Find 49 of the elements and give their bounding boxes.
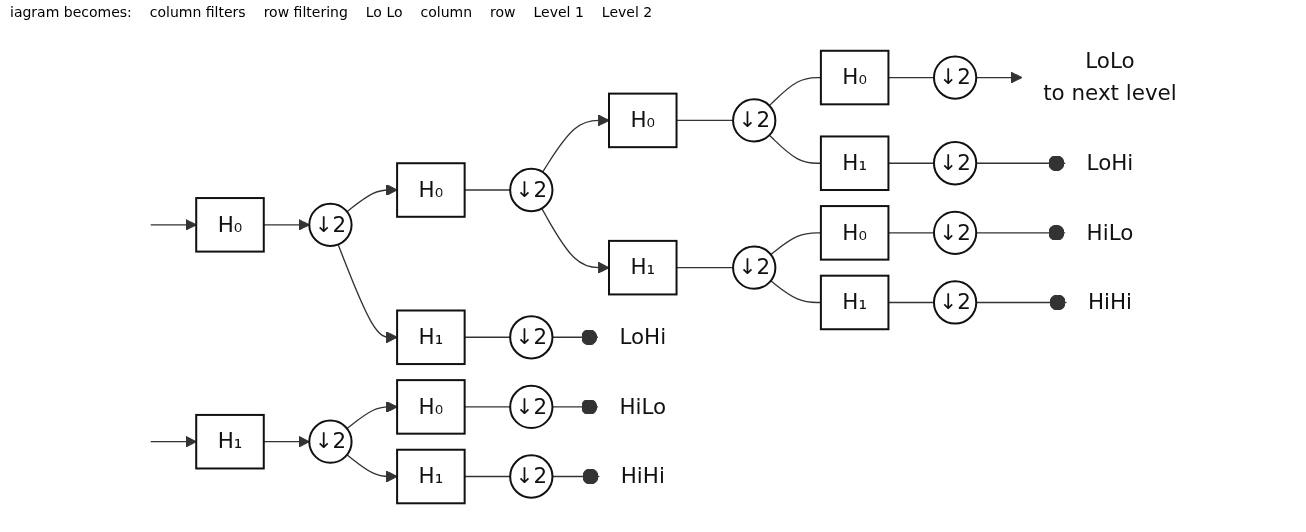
arrow bbox=[346, 401, 398, 430]
arrow bbox=[541, 114, 610, 173]
arrow bbox=[150, 435, 197, 448]
node-circle: ↓2 bbox=[308, 419, 353, 464]
node-box: H₁ bbox=[819, 274, 890, 331]
arrow bbox=[541, 207, 610, 274]
node-circle: ↓2 bbox=[732, 245, 777, 290]
node-box: H₁ bbox=[396, 448, 466, 505]
arrow bbox=[346, 184, 398, 213]
node-circle: ↓2 bbox=[932, 141, 978, 186]
node-box: H₀ bbox=[608, 92, 678, 149]
node-circle: ↓2 bbox=[509, 454, 554, 499]
node-circle: ↓2 bbox=[732, 98, 777, 143]
node-text: HiLo bbox=[1086, 219, 1134, 245]
node-box: H₁ bbox=[608, 239, 678, 296]
node-box: H₀ bbox=[396, 162, 466, 218]
node-circle: ↓2 bbox=[509, 315, 554, 360]
node-text: HiLo bbox=[619, 393, 667, 419]
arrow bbox=[263, 218, 310, 231]
node-box: H₀ bbox=[195, 197, 265, 253]
note-text: Lo Lo bbox=[365, 4, 403, 20]
note-text: row bbox=[490, 4, 516, 20]
node-text: HiHi bbox=[1087, 289, 1133, 315]
node-text: LoHi bbox=[619, 323, 667, 350]
arrow bbox=[263, 435, 310, 448]
node-circle: ↓2 bbox=[932, 210, 978, 255]
node-text: HiHi bbox=[620, 463, 665, 489]
node-circle: ↓2 bbox=[509, 384, 554, 430]
arrow bbox=[346, 454, 398, 483]
node-box: H₀ bbox=[819, 49, 890, 106]
arrow bbox=[337, 243, 398, 344]
node-circle: ↓2 bbox=[509, 167, 554, 213]
arrow bbox=[150, 218, 197, 231]
note-text: row filtering bbox=[263, 4, 348, 20]
node-box: H₀ bbox=[819, 205, 890, 261]
node-circle: ↓2 bbox=[932, 280, 978, 325]
node-text: LoLo to next level bbox=[1043, 48, 1177, 106]
note-text: column bbox=[420, 4, 473, 20]
node-box: H₀ bbox=[396, 379, 466, 435]
note-text: column filters bbox=[149, 4, 246, 20]
node-box: H₁ bbox=[195, 413, 265, 470]
node-circle: ↓2 bbox=[932, 55, 978, 100]
node-text: LoHi bbox=[1086, 149, 1134, 176]
node-box: H₁ bbox=[396, 309, 466, 366]
note-text: iagram becomes: bbox=[10, 4, 132, 20]
note-text: Level 1 bbox=[533, 4, 584, 20]
node-box: H₁ bbox=[819, 135, 890, 191]
note-text: Level 2 bbox=[601, 4, 653, 20]
node-circle: ↓2 bbox=[308, 202, 353, 247]
